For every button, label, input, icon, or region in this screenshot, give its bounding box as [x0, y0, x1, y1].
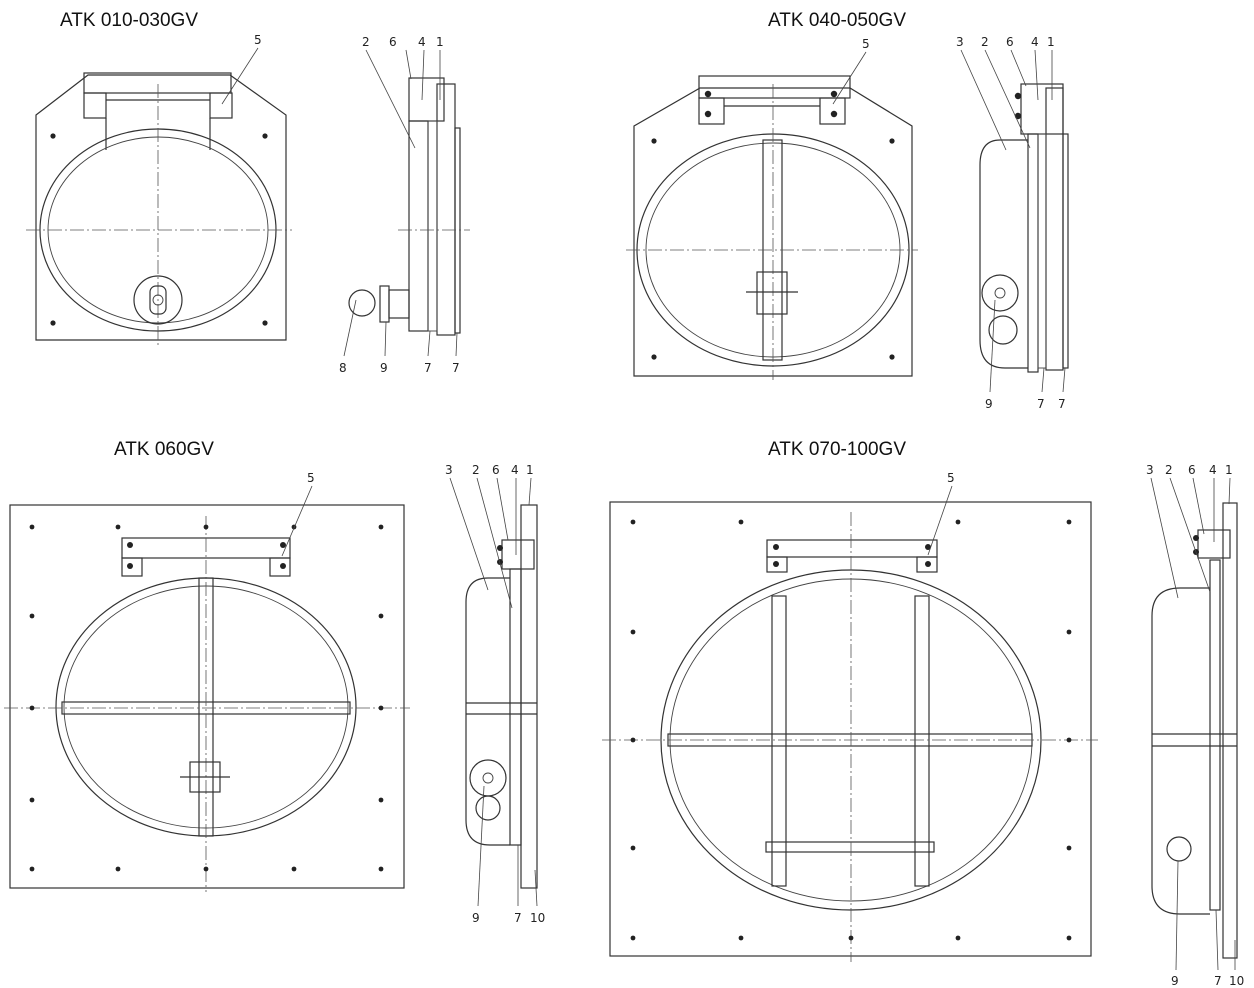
atk070-side-label-top-4: 1 [1225, 463, 1233, 477]
title-atk040: ATK 040-050GV [768, 10, 906, 31]
atk010-side-label-bottom-1: 9 [380, 361, 388, 375]
atk040-side-label-top-0: 3 [956, 35, 964, 49]
atk040-side-label-top-3: 4 [1031, 35, 1039, 49]
atk040-front-view: 5 [626, 37, 918, 380]
atk070-side-label-bottom-1: 7 [1214, 974, 1222, 988]
atk070-hinge-right [916, 556, 938, 573]
atk040-side-frame [1045, 87, 1064, 371]
atk070-side-blade [1209, 559, 1221, 911]
atk010-side-view: 2 6 4 1 8 9 7 7 [339, 35, 470, 375]
atk040-side-label-bottom-2: 7 [1058, 397, 1066, 411]
atk040-hinge-bar [698, 75, 851, 99]
atk070-label-hinge: 5 [947, 471, 955, 485]
atk010-side-label-bottom-0: 8 [339, 361, 347, 375]
atk060-hinge-left [121, 557, 143, 577]
atk070-front-view: 5 [602, 471, 1098, 962]
atk070-side-view: 3 2 6 4 1 9 7 10 [1146, 463, 1244, 988]
atk040-hinge-left [698, 97, 725, 125]
atk010-side-label-bottom-2: 7 [424, 361, 432, 375]
atk010-front-view: 5 [26, 33, 292, 346]
atk040-side-label-bottom-1: 7 [1037, 397, 1045, 411]
atk010-side-label-bottom-3: 7 [452, 361, 460, 375]
atk060-label-hinge: 5 [307, 471, 315, 485]
atk040-side-label-bottom-0: 9 [985, 397, 993, 411]
atk060-side-label-bottom-1: 7 [514, 911, 522, 925]
atk070-side-label-bottom-2: 10 [1229, 974, 1244, 988]
atk070-side-label-top-0: 3 [1146, 463, 1154, 477]
atk010-side-label-top-0: 2 [362, 35, 370, 49]
atk040-side-blade [1027, 133, 1039, 373]
title-atk060: ATK 060GV [114, 439, 214, 460]
atk010-side-handle-boss [388, 289, 410, 319]
title-atk010: ATK 010-030GV [60, 10, 198, 31]
atk040-side-label-top-1: 2 [981, 35, 989, 49]
atk060-side-label-top-0: 3 [445, 463, 453, 477]
atk070-hinge-bar [766, 539, 938, 558]
atk060-plate [9, 504, 405, 889]
atk060-side-knob [469, 759, 507, 797]
atk070-hinge-left [766, 556, 788, 573]
atk070-side-label-top-2: 6 [1188, 463, 1196, 477]
atk040-side-knob [981, 274, 1019, 312]
atk070-side-label-top-1: 2 [1165, 463, 1173, 477]
atk040-label-hinge: 5 [862, 37, 870, 51]
atk060-side-label-bottom-0: 9 [472, 911, 480, 925]
atk010-hinge-left [83, 92, 107, 119]
atk060-side-label-top-2: 6 [492, 463, 500, 477]
atk010-hinge-right [209, 92, 233, 119]
atk010-plate [35, 74, 287, 341]
atk040-plate [633, 87, 913, 377]
atk070-side-label-bottom-0: 9 [1171, 974, 1179, 988]
atk010-side-handle-knob [348, 289, 376, 317]
atk040-side-housing [979, 139, 1028, 369]
atk070-crossbar [765, 841, 935, 853]
atk040-side-view: 3 2 6 4 1 9 7 7 [956, 35, 1069, 411]
atk070-side-housing [1151, 587, 1210, 915]
atk070-side-knob [1166, 836, 1192, 862]
atk060-side-label-top-3: 4 [511, 463, 519, 477]
atk010-side-blade [408, 120, 429, 332]
atk060-side-housing [465, 577, 510, 846]
atk070-side-label-top-3: 4 [1209, 463, 1217, 477]
atk060-hinge-right [269, 557, 291, 577]
atk070-rib-left [771, 595, 787, 887]
atk040-hinge-right [819, 97, 846, 125]
atk060-side-label-top-1: 2 [472, 463, 480, 477]
atk040-side-hinge [1020, 83, 1064, 135]
atk060-side-view: 3 2 6 4 1 9 7 10 [445, 463, 545, 925]
atk040-side-label-top-2: 6 [1006, 35, 1014, 49]
atk060-side-hinge [501, 539, 535, 570]
title-atk070: ATK 070-100GV [768, 439, 906, 460]
atk010-side-label-top-2: 4 [418, 35, 426, 49]
atk040-lock-plate [756, 271, 788, 315]
atk010-lock-handle [133, 275, 183, 325]
atk010-label-hinge: 5 [254, 33, 262, 47]
atk070-plate [609, 501, 1092, 957]
atk070-rib-right [914, 595, 930, 887]
atk010-side-label-top-1: 6 [389, 35, 397, 49]
atk060-side-label-bottom-2: 10 [530, 911, 545, 925]
atk060-side-blade [509, 568, 522, 846]
atk040-side-label-top-4: 1 [1047, 35, 1055, 49]
atk010-side-label-top-3: 1 [436, 35, 444, 49]
atk060-side-label-top-4: 1 [526, 463, 534, 477]
atk010-hinge-bar [83, 72, 232, 94]
atk010-side-frame [436, 83, 456, 336]
atk060-front-view: 5 [4, 471, 410, 892]
atk070-side-frame [1222, 502, 1238, 959]
